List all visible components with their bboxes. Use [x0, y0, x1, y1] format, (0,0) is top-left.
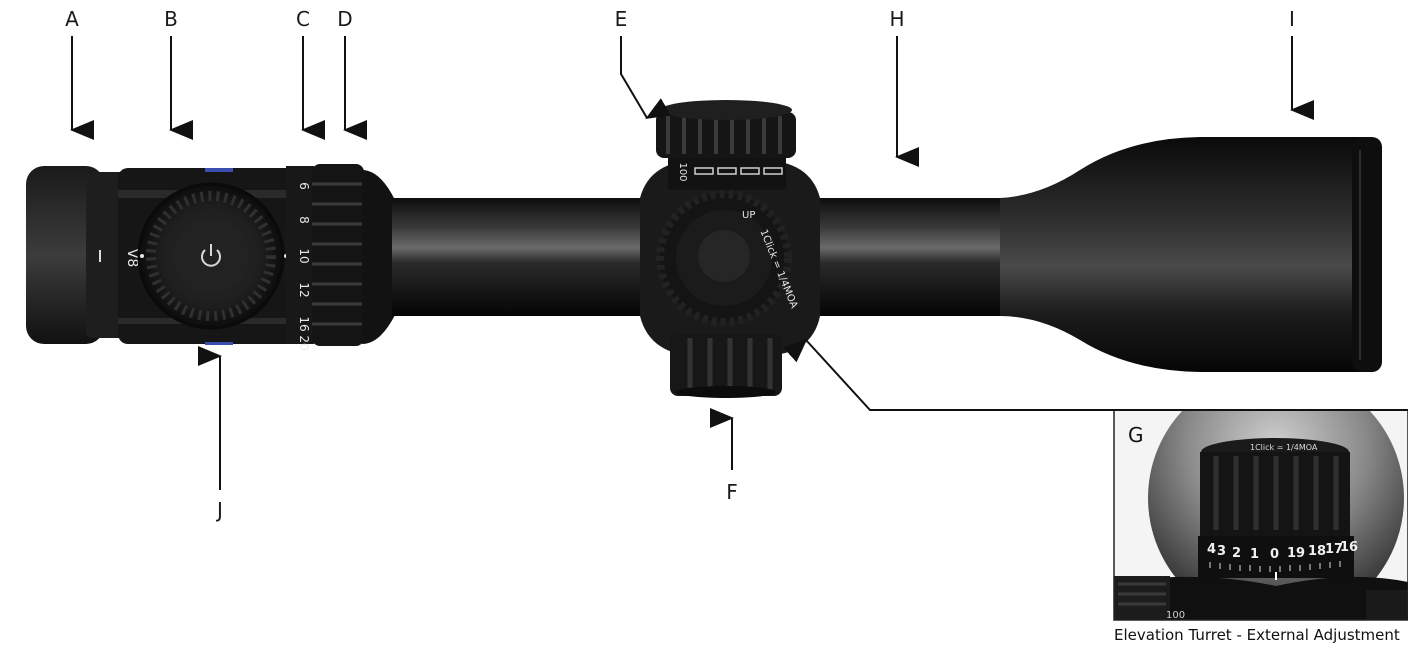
inset-number: 18: [1308, 544, 1326, 559]
inset-number: 2: [1232, 546, 1241, 561]
inset-number: 4: [1207, 542, 1216, 557]
callout-b: B: [164, 7, 178, 31]
callout-f: F: [726, 480, 738, 504]
callout-h: H: [889, 7, 905, 31]
callout-j: J: [217, 498, 223, 522]
inset-turret-numbers: 4 3 2 1 0 19 18 17 16: [1207, 540, 1358, 562]
inset-number: 1: [1250, 547, 1259, 562]
mag-mark: 20: [297, 335, 311, 350]
mag-mark: 6: [297, 182, 311, 190]
magnification-ring[interactable]: [286, 166, 314, 344]
inset-base-number: 100: [1166, 610, 1185, 621]
mag-mark: 8: [297, 216, 311, 224]
callout-i: I: [1289, 7, 1295, 31]
callout-a: A: [65, 7, 79, 31]
inset-number: 3: [1217, 544, 1226, 559]
grip-ring[interactable]: [312, 164, 364, 346]
mag-marks: 6 8 10 12 16 20: [297, 182, 311, 350]
inset-click-label: 1Click = 1/4MOA: [1250, 443, 1318, 452]
inset-number: 17: [1325, 542, 1343, 557]
bottom-turret[interactable]: [670, 334, 782, 396]
eyepiece-ring: [86, 172, 126, 338]
model-label: V8: [124, 249, 140, 267]
callout-arrows: [70, 36, 1408, 490]
battery-accent: [205, 168, 233, 172]
mag-mark: 12: [297, 282, 311, 297]
eyepiece-cap: [26, 166, 104, 344]
elevation-turret-inset: 1Click = 1/4MOA 4 3 2 1 0 19 18 17 16: [1114, 410, 1408, 621]
callout-e: E: [614, 7, 628, 31]
turret-top-number: 100: [677, 162, 688, 181]
mag-mark: 10: [297, 248, 311, 263]
power-icon: [201, 244, 221, 267]
objective-bell: [1000, 137, 1370, 372]
inset-caption: Elevation Turret - External Adjustment: [1114, 626, 1400, 644]
arrow-g: [783, 338, 1408, 411]
callout-g: G: [1128, 423, 1144, 447]
inset-number: 0: [1270, 547, 1279, 562]
inset-number: 16: [1340, 540, 1358, 555]
mag-mark: 16: [297, 316, 311, 331]
callout-d: D: [337, 7, 353, 31]
inset-number: 19: [1287, 546, 1305, 561]
callout-c: C: [296, 7, 310, 31]
objective-end: [1352, 137, 1382, 372]
windage-up-label: UP: [742, 210, 755, 221]
elevation-turret[interactable]: [656, 112, 796, 158]
elevation-turret-base: [668, 150, 786, 190]
ocular-taper: [362, 170, 395, 344]
elevation-scale-ticks: [694, 167, 783, 175]
arrow-e: [620, 36, 672, 120]
